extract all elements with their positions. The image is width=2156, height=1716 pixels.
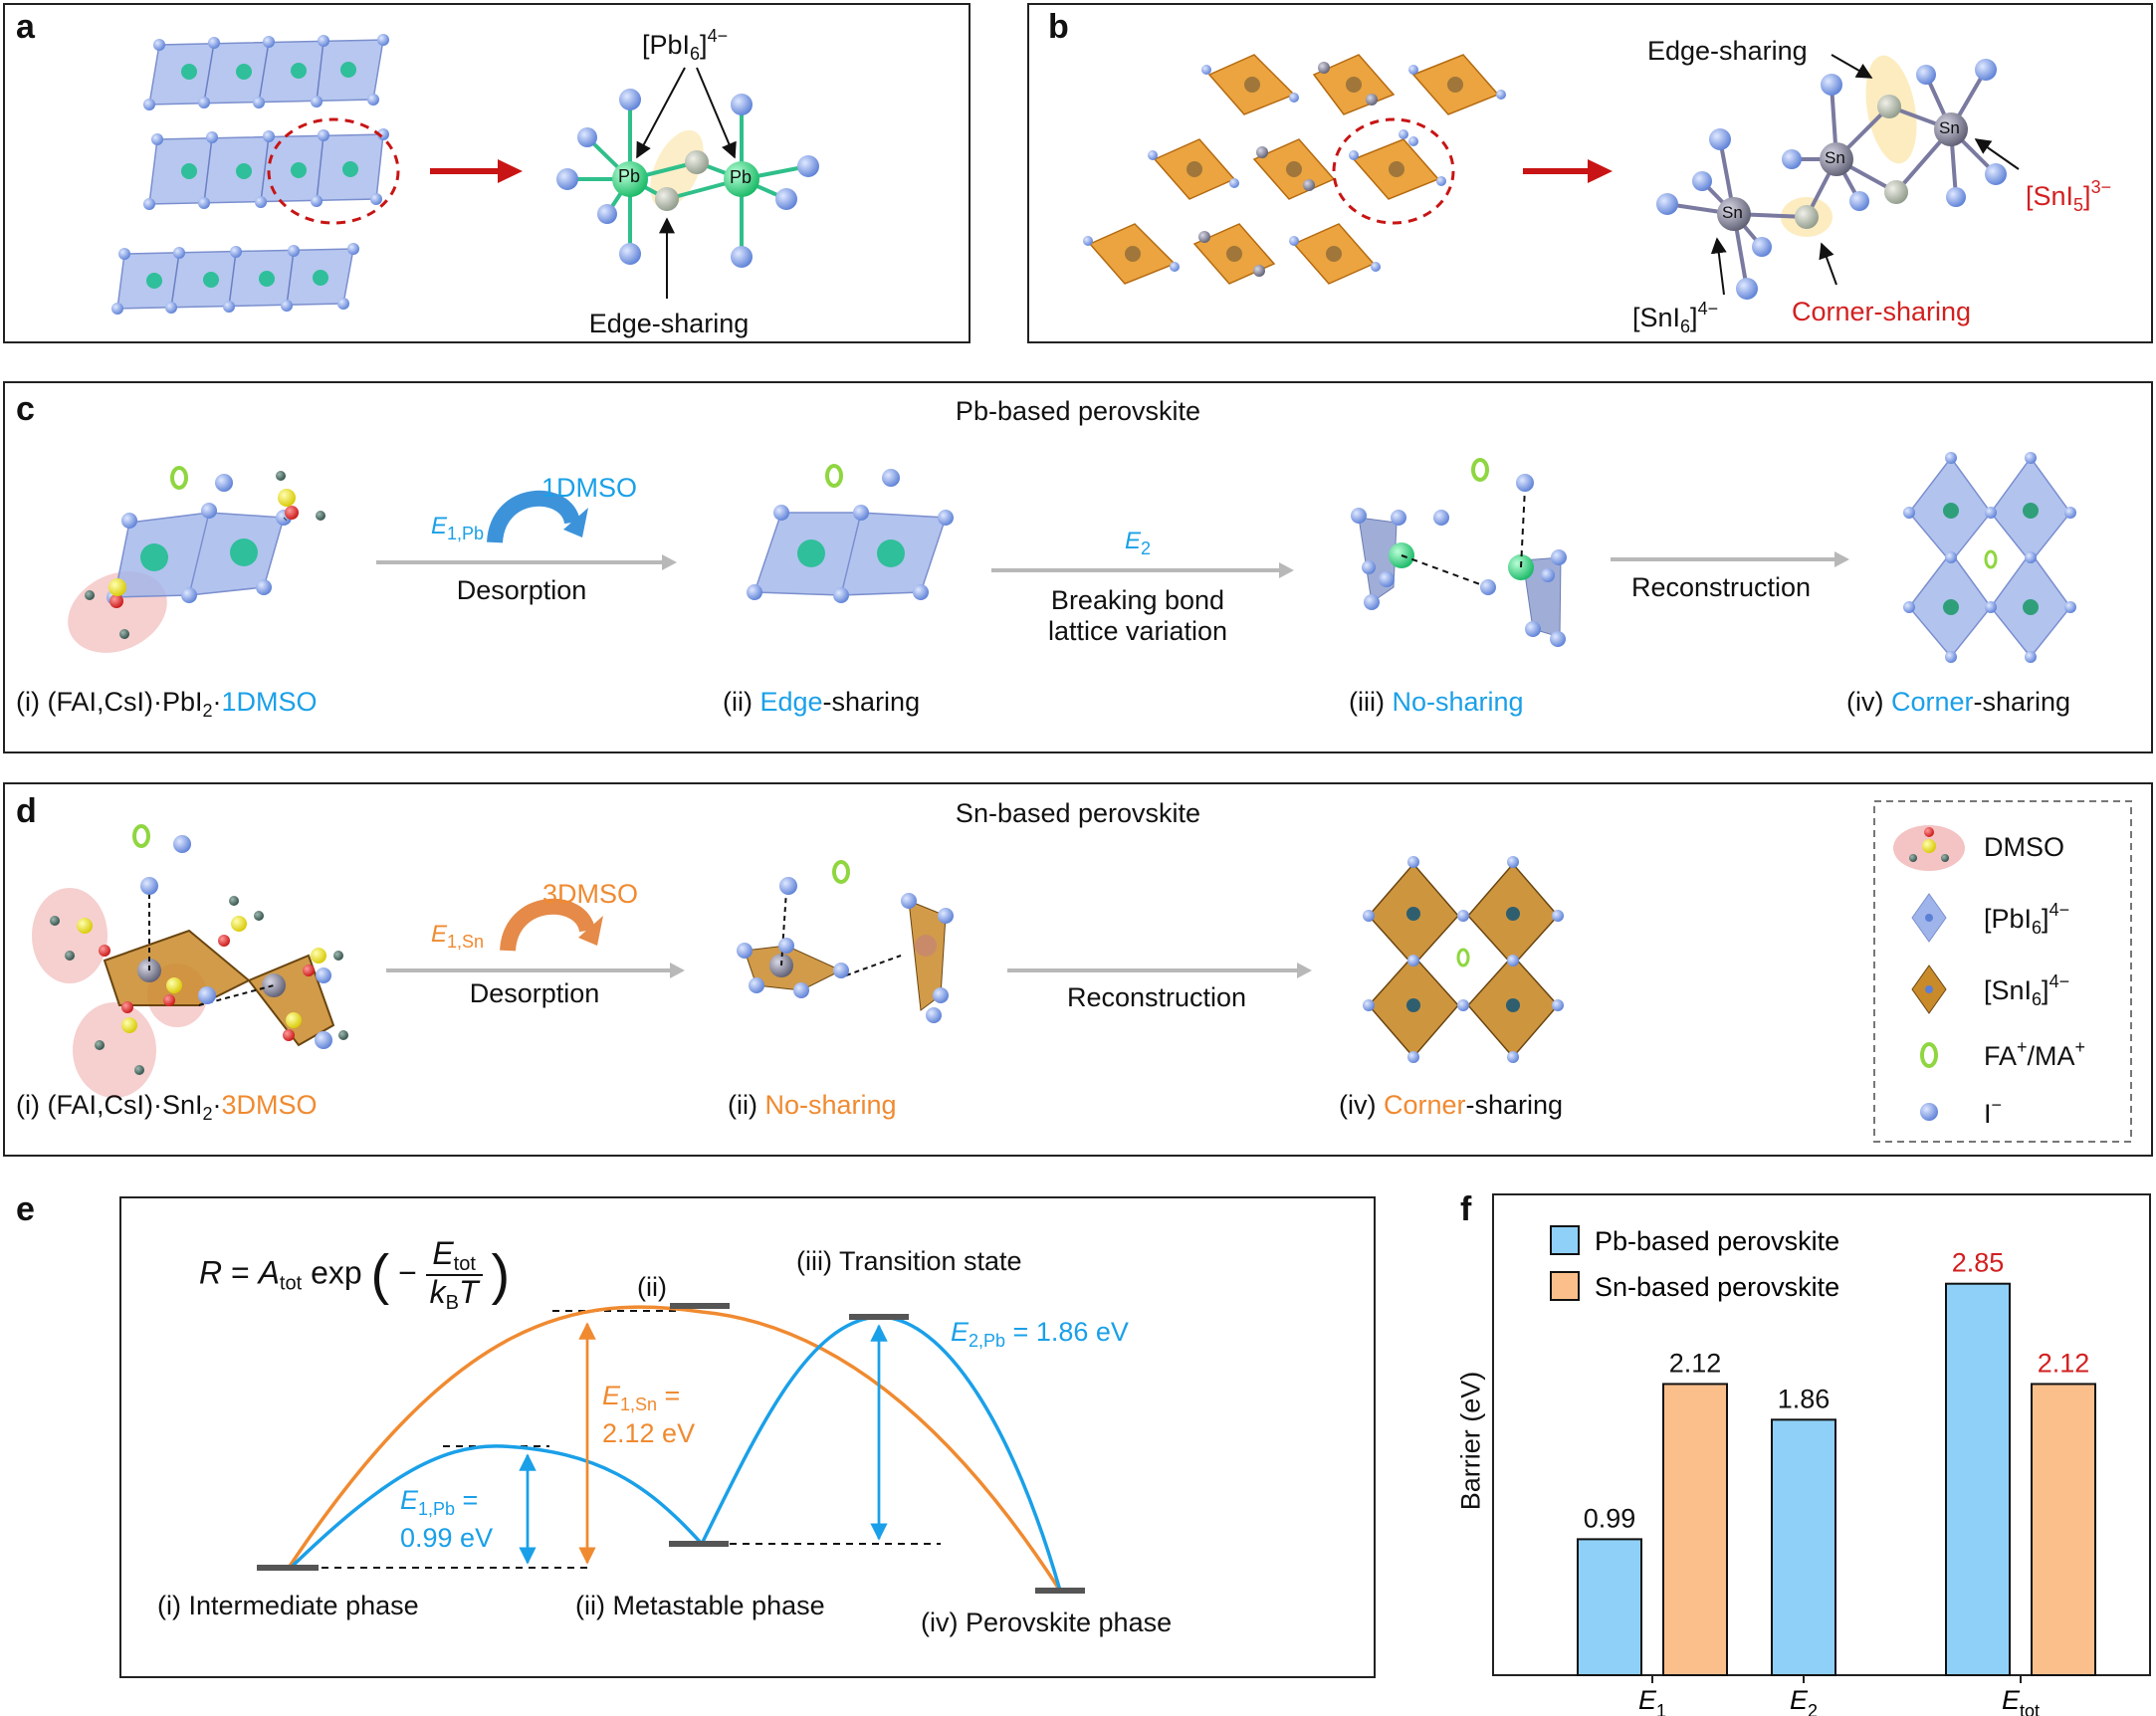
c-state3-label: (iii) No-sharing — [1349, 687, 1524, 717]
f-x-tick-label: E2 — [1790, 1685, 1818, 1716]
legend-sni6-icon — [1911, 965, 1947, 1014]
legend-sni6-label: [SnI6]4− — [1984, 971, 2070, 1009]
c-state-iii-structure — [1351, 458, 1567, 647]
bar-Etot-sn — [2031, 1383, 2096, 1676]
f-data-label: 2.85 — [1952, 1248, 2005, 1278]
legend-iodide-icon — [1920, 1103, 1938, 1121]
pb-dimer — [556, 67, 819, 299]
highlight-circle-b — [1332, 117, 1455, 225]
f-data-label: 0.99 — [1584, 1503, 1636, 1533]
e-state-ii: (ii) Metastable phase — [575, 1591, 825, 1620]
legend-pbi6-label: [PbI6]4− — [1984, 900, 2070, 938]
d-state-i-structure — [32, 824, 348, 1098]
legend-iodide-label: I− — [1984, 1095, 2003, 1129]
b-sn-label-2: Sn — [1825, 148, 1845, 167]
f-legend-swatch-pb — [1550, 1225, 1580, 1255]
panel-label-f: f — [1460, 1190, 1472, 1228]
panel-c — [3, 381, 2153, 753]
f-legend-label-sn: Sn-based perovskite — [1595, 1272, 1839, 1302]
c-state4-label: (iv) Corner-sharing — [1846, 687, 2071, 717]
b-sn-label-1: Sn — [1722, 203, 1743, 222]
c-state1-label: (i) (FAI,CsI)·PbI2·1DMSO — [16, 687, 318, 721]
d-state3-label: (iv) Corner-sharing — [1339, 1090, 1564, 1120]
d-step1-energy: E1,Sn — [431, 921, 485, 952]
f-data-label: 1.86 — [1778, 1384, 1831, 1413]
d-state1-label: (i) (FAI,CsI)·SnI2·3DMSO — [16, 1090, 318, 1124]
legend-pbi6-icon — [1911, 893, 1947, 943]
b-sn-label-3: Sn — [1939, 118, 1960, 137]
e-state-iv: (iv) Perovskite phase — [921, 1608, 1173, 1637]
f-legend-swatch-sn — [1550, 1271, 1580, 1301]
legend-dmso-icon — [1893, 825, 1965, 871]
red-arrow-a — [430, 159, 523, 183]
f-legend-label-pb: Pb-based perovskite — [1595, 1226, 1839, 1256]
e-state-i: (i) Intermediate phase — [157, 1591, 419, 1620]
d-title: Sn-based perovskite — [955, 798, 1201, 828]
sn-layer-structure — [1083, 54, 1506, 285]
c-title: Pb-based perovskite — [955, 396, 1201, 426]
c-step2-label-1: Breaking bond — [1050, 585, 1225, 615]
a-complex-label: [PbI6]4− — [642, 26, 729, 64]
d-step2-label: Reconstruction — [1066, 982, 1247, 1012]
b-edge-sharing-label: Edge-sharing — [1647, 36, 1808, 66]
c-step1-product: 1DMSO — [541, 473, 638, 503]
d-state-iv-structure — [1363, 856, 1564, 1063]
curve-pb-1 — [289, 1444, 704, 1570]
a-pb-label-2: Pb — [730, 167, 753, 187]
panel-label-b: b — [1048, 8, 1069, 46]
bar-Etot-pb — [1945, 1282, 2011, 1676]
red-arrow-b — [1523, 159, 1613, 183]
panel-e — [119, 1196, 1376, 1678]
d-step1-product: 3DMSO — [542, 879, 639, 909]
legend-fa-ma-label: FA+/MA+ — [1984, 1037, 2086, 1071]
b-corner-sharing-label: Corner-sharing — [1792, 297, 1972, 326]
e-label-ii-top: (ii) — [637, 1272, 667, 1302]
curve-sn — [287, 1305, 1062, 1592]
d-state-ii-structure — [737, 860, 954, 1023]
panel-label-c: c — [16, 390, 35, 428]
e-e1sn-label: E1,Sn =2.12 eV — [602, 1381, 696, 1449]
legend-fa-ma-icon — [1920, 1042, 1938, 1068]
legend-dmso-label: DMSO — [1984, 832, 2064, 862]
a-pb-label-1: Pb — [618, 166, 641, 186]
a-edge-sharing-label: Edge-sharing — [588, 309, 750, 338]
e-e1pb-label: E1,Pb =0.99 eV — [400, 1485, 494, 1554]
c-step2-energy: E2 — [1125, 528, 1152, 558]
highlight-circle-a — [267, 117, 400, 225]
bar-E1-pb — [1577, 1538, 1642, 1676]
c-state-iv-structure — [1903, 452, 2076, 663]
e-equation: R = Atot exp ( − Etot kBT ) — [199, 1235, 511, 1314]
c-state2-label: (ii) Edge-sharing — [723, 687, 921, 717]
d-state2-label: (ii) No-sharing — [728, 1090, 897, 1120]
f-x-tick-label: Etot — [2002, 1685, 2040, 1716]
bar-E2-pb — [1771, 1418, 1836, 1676]
c-step2-label-2: lattice variation — [1047, 616, 1228, 646]
sn-fragment — [1656, 54, 2020, 300]
e-label-ts: (iii) Transition state — [796, 1246, 1022, 1276]
c-step1-energy: E1,Pb — [431, 513, 485, 543]
panel-label-a: a — [16, 8, 35, 46]
c-step3-label: Reconstruction — [1630, 572, 1812, 602]
panel-label-e: e — [16, 1190, 35, 1228]
c-state-i-structure — [68, 466, 325, 653]
b-sni5-label: [SnI5]3− — [2026, 177, 2112, 215]
c-state-ii-structure — [747, 464, 954, 603]
e-e2pb-label: E2,Pb = 1.86 eV — [951, 1317, 1129, 1351]
panel-label-d: d — [16, 792, 37, 830]
c-step1-label: Desorption — [456, 575, 587, 605]
f-x-tick-label: E1 — [1638, 1685, 1666, 1716]
f-data-label: 2.12 — [1669, 1348, 1722, 1378]
pb-layer-structure — [111, 34, 389, 315]
bar-E1-sn — [1662, 1383, 1728, 1676]
f-data-label: 2.12 — [2038, 1348, 2090, 1378]
d-step1-label: Desorption — [469, 978, 600, 1008]
b-sni6-label: [SnI6]4− — [1632, 299, 1719, 336]
